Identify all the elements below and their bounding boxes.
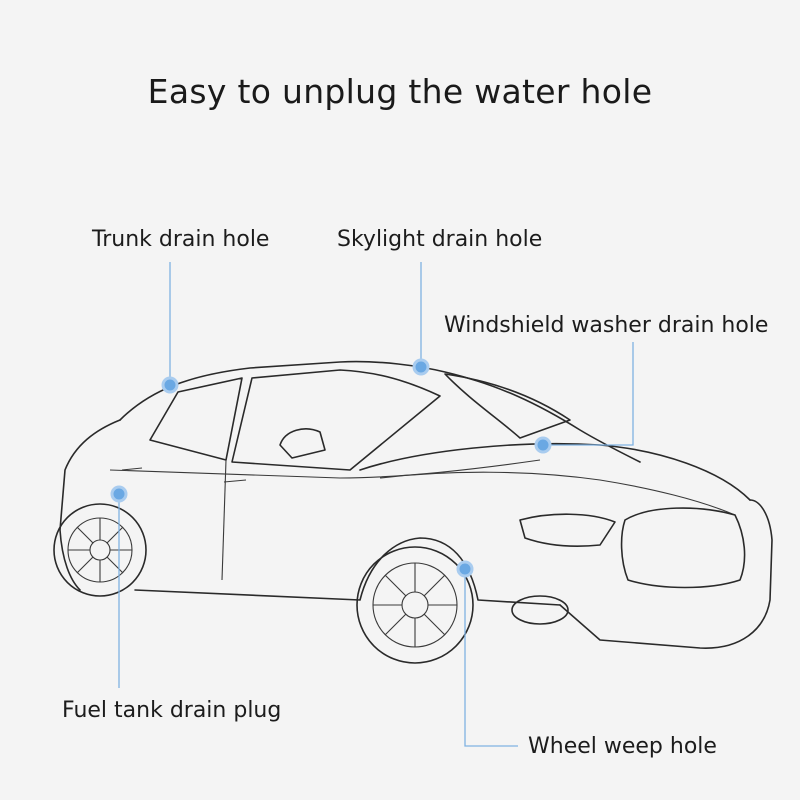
car-door-handle-front xyxy=(223,479,247,483)
label-fuel-tank-drain-plug: Fuel tank drain plug xyxy=(62,698,282,723)
marker-fuel-tank-drain-plug xyxy=(110,485,128,503)
label-windshield-washer-drain-hole: Windshield washer drain hole xyxy=(444,313,769,338)
car-roof-line xyxy=(119,360,641,463)
car-front-wheel xyxy=(356,546,474,664)
marker-skylight-drain-hole xyxy=(412,358,430,376)
car-windshield xyxy=(444,373,571,439)
car-illustration xyxy=(53,360,773,664)
car-front-window xyxy=(231,369,441,471)
marker-dots xyxy=(110,358,552,578)
car-hood xyxy=(359,442,751,501)
car-front-fascia xyxy=(559,499,773,649)
label-trunk-drain-hole: Trunk drain hole xyxy=(92,227,270,252)
marker-trunk-drain-hole xyxy=(161,376,179,394)
car-rear-wheel xyxy=(53,503,147,597)
car-hood-line xyxy=(379,471,736,516)
label-wheel-weep-hole: Wheel weep hole xyxy=(528,734,717,759)
page-title: Easy to unplug the water hole xyxy=(147,72,653,111)
leader-wheel xyxy=(464,569,518,747)
car-rear-body xyxy=(59,419,121,591)
car-door-split xyxy=(221,459,227,581)
car-mirror xyxy=(279,428,326,459)
car-rear-window xyxy=(149,377,243,461)
marker-wheel-weep-hole xyxy=(456,560,474,578)
leader-lines xyxy=(118,262,634,747)
label-skylight-drain-hole: Skylight drain hole xyxy=(337,227,543,252)
leader-windshield xyxy=(543,342,634,446)
marker-windshield-washer-drain-hole xyxy=(534,436,552,454)
car-door-handle-rear xyxy=(121,467,143,471)
car-fog-light xyxy=(511,595,569,625)
car-sill xyxy=(134,537,561,606)
car-grille xyxy=(620,507,746,589)
car-headlight xyxy=(519,513,616,547)
